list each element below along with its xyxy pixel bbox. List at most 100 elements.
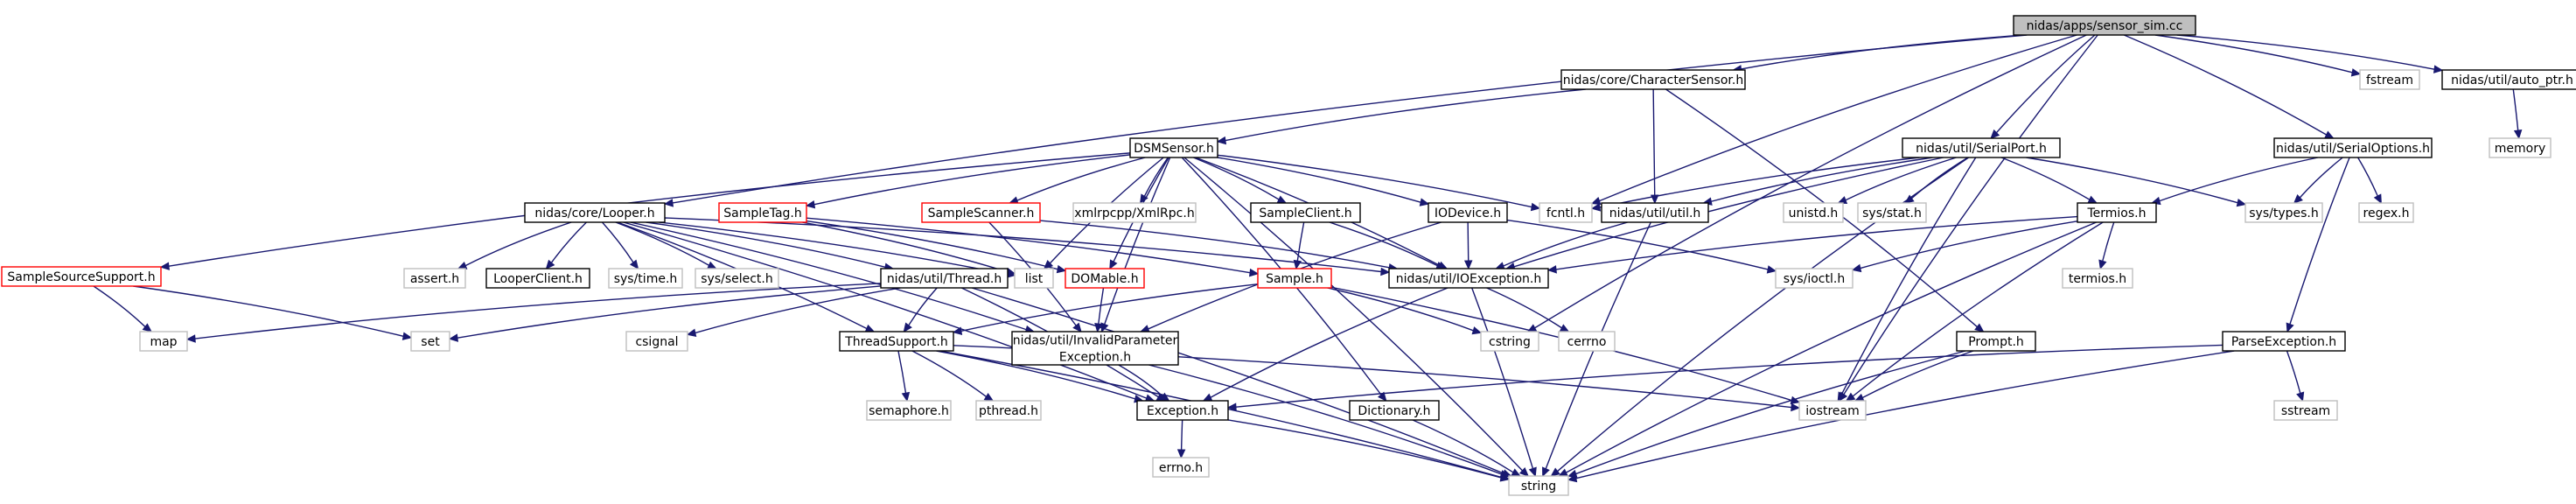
edge-arrowhead-dictionary-to-string bbox=[1511, 468, 1521, 477]
node-autoptr[interactable]: nidas/util/auto_ptr.h bbox=[2441, 69, 2576, 90]
node-fcntl[interactable]: fcntl.h bbox=[1539, 202, 1593, 223]
node-serialoptions[interactable]: nidas/util/SerialOptions.h bbox=[2273, 137, 2433, 158]
node-box-memory bbox=[2489, 137, 2552, 158]
edge-arrowhead-dsmsensor-to-sss bbox=[159, 262, 170, 270]
edge-serialoptions-to-termios bbox=[2159, 157, 2319, 202]
edge-termios-to-string bbox=[1566, 221, 2097, 473]
node-sss[interactable]: SampleSourceSupport.h bbox=[1, 266, 162, 287]
node-systime[interactable]: sys/time.h bbox=[608, 268, 683, 289]
node-set[interactable]: set bbox=[410, 331, 450, 352]
node-errno[interactable]: errno.h bbox=[1152, 457, 1210, 478]
edge-arrowhead-dsmsensor-to-sampletag bbox=[805, 200, 816, 209]
edge-serialport-to-termios bbox=[2000, 157, 2091, 200]
edge-invalidparam-to-exception bbox=[1118, 364, 1163, 397]
node-charsensor[interactable]: nidas/core/CharacterSensor.h bbox=[1560, 69, 1746, 90]
node-label-sampletag: SampleTag.h bbox=[723, 206, 802, 220]
node-serialport[interactable]: nidas/util/SerialPort.h bbox=[1902, 137, 2061, 158]
node-sysioctl[interactable]: sys/ioctl.h bbox=[1775, 268, 1853, 289]
node-assert[interactable]: assert.h bbox=[403, 268, 466, 289]
node-looperclient[interactable]: LooperClient.h bbox=[485, 268, 590, 289]
node-parseexc[interactable]: ParseException.h bbox=[2222, 331, 2346, 352]
node-box-serialport bbox=[1902, 137, 2061, 158]
node-box-cerrno bbox=[1558, 331, 1616, 352]
node-box-sysselect bbox=[695, 268, 779, 289]
node-sysstat[interactable]: sys/stat.h bbox=[1857, 202, 1927, 223]
node-memory[interactable]: memory bbox=[2489, 137, 2552, 158]
node-label-dsmsensor: DSMSensor.h bbox=[1134, 142, 1214, 156]
edge-arrowhead-ioexception-to-string bbox=[1528, 466, 1537, 478]
node-dsmsensor[interactable]: DSMSensor.h bbox=[1129, 137, 1218, 158]
node-sstream[interactable]: sstream bbox=[2273, 400, 2338, 421]
node-list[interactable]: list bbox=[1014, 268, 1054, 289]
node-box-sysstat bbox=[1857, 202, 1927, 223]
edge-sss-to-set bbox=[133, 285, 404, 337]
edge-looper-to-threadh bbox=[646, 221, 886, 269]
node-sysselect[interactable]: sys/select.h bbox=[695, 268, 779, 289]
node-box-ioexception bbox=[1388, 268, 1549, 289]
edge-root-to-serialport bbox=[1995, 34, 2096, 134]
edge-arrowhead-sampleclient-to-sample bbox=[1293, 259, 1302, 270]
edge-dsmsensor-to-fcntl bbox=[1217, 154, 1532, 208]
node-map[interactable]: map bbox=[139, 331, 188, 352]
node-label-iodevice: IODevice.h bbox=[1435, 206, 1501, 220]
edge-dsmsensor-to-samplescanner bbox=[1016, 157, 1146, 201]
node-label-root: nidas/apps/sensor_sim.cc bbox=[2027, 19, 2183, 33]
edge-arrowhead-threadh-to-threadsupport bbox=[903, 322, 912, 332]
node-fstream[interactable]: fstream bbox=[2359, 69, 2420, 90]
edge-arrowhead-root-to-autoptr bbox=[2433, 65, 2444, 74]
edge-dsmsensor-to-iodevice bbox=[1217, 157, 1421, 203]
node-box-termios bbox=[2077, 202, 2157, 223]
node-iodevice[interactable]: IODevice.h bbox=[1428, 202, 1508, 223]
node-threadh[interactable]: nidas/util/Thread.h bbox=[880, 268, 1009, 289]
node-box-unistd bbox=[1783, 202, 1844, 223]
node-unistd[interactable]: unistd.h bbox=[1783, 202, 1844, 223]
edge-arrowhead-ioexception-to-exception bbox=[1202, 393, 1213, 402]
node-csignal[interactable]: csignal bbox=[625, 331, 688, 352]
node-string[interactable]: string bbox=[1508, 475, 1569, 496]
edge-parseexc-to-exception bbox=[1235, 344, 2223, 408]
node-dictionary[interactable]: Dictionary.h bbox=[1349, 400, 1440, 421]
edge-looper-to-ioexception bbox=[664, 217, 1382, 273]
edge-arrowhead-sampletag-to-sample bbox=[1248, 268, 1260, 277]
edge-arrowhead-dsmsensor-to-dictionary bbox=[1377, 391, 1387, 402]
node-semaphore[interactable]: semaphore.h bbox=[866, 400, 952, 421]
node-samplescanner[interactable]: SampleScanner.h bbox=[921, 202, 1041, 223]
edge-arrowhead-dsmsensor-to-string bbox=[1518, 467, 1530, 477]
node-prompt[interactable]: Prompt.h bbox=[1956, 331, 2036, 352]
node-threadsupport[interactable]: ThreadSupport.h bbox=[839, 331, 954, 352]
node-xmlrpc[interactable]: xmlrpcpp/XmlRpc.h bbox=[1072, 202, 1197, 223]
node-root[interactable]: nidas/apps/sensor_sim.cc bbox=[2013, 15, 2196, 36]
node-utilh[interactable]: nidas/util/util.h bbox=[1601, 202, 1709, 223]
node-termios[interactable]: Termios.h bbox=[2077, 202, 2157, 223]
node-label-sysioctl: sys/ioctl.h bbox=[1784, 272, 1845, 286]
node-pthread[interactable]: pthread.h bbox=[975, 400, 1042, 421]
edge-dsmsensor-to-sampleclient bbox=[1193, 157, 1280, 200]
node-label-threadh: nidas/util/Thread.h bbox=[887, 272, 1002, 286]
edge-root-to-fstream bbox=[2154, 34, 2353, 74]
node-label-sysstat: sys/stat.h bbox=[1862, 206, 1922, 220]
node-termiosh[interactable]: termios.h bbox=[2062, 268, 2133, 289]
edge-arrowhead-iodevice-to-sysioctl bbox=[1766, 265, 1777, 274]
node-domable[interactable]: DOMable.h bbox=[1065, 268, 1145, 289]
node-box-sampleclient bbox=[1250, 202, 1361, 223]
node-box-samplescanner bbox=[921, 202, 1041, 223]
node-sample[interactable]: Sample.h bbox=[1257, 268, 1332, 289]
node-regex[interactable]: regex.h bbox=[2358, 202, 2414, 223]
node-box-charsensor bbox=[1560, 69, 1746, 90]
node-systypes[interactable]: sys/types.h bbox=[2244, 202, 2323, 223]
edge-arrowhead-invalidparam-to-exception bbox=[1159, 392, 1170, 402]
edge-serialport-to-iostream bbox=[1841, 157, 1977, 395]
node-cerrno[interactable]: cerrno bbox=[1558, 331, 1616, 352]
edge-arrowhead-utilh-to-string bbox=[1542, 466, 1550, 478]
node-looper[interactable]: nidas/core/Looper.h bbox=[524, 202, 666, 223]
node-exception[interactable]: Exception.h bbox=[1136, 400, 1229, 421]
node-iostream[interactable]: iostream bbox=[1798, 400, 1867, 421]
edge-ioexception-to-cerrno bbox=[1486, 287, 1562, 329]
node-ioexception[interactable]: nidas/util/IOException.h bbox=[1388, 268, 1549, 289]
edge-charsensor-to-utilh bbox=[1652, 88, 1656, 196]
edge-arrowhead-threadsupport-to-iostream bbox=[1791, 402, 1801, 412]
node-cstring[interactable]: cstring bbox=[1480, 331, 1539, 352]
node-sampleclient[interactable]: SampleClient.h bbox=[1250, 202, 1361, 223]
node-sampletag[interactable]: SampleTag.h bbox=[718, 202, 807, 223]
